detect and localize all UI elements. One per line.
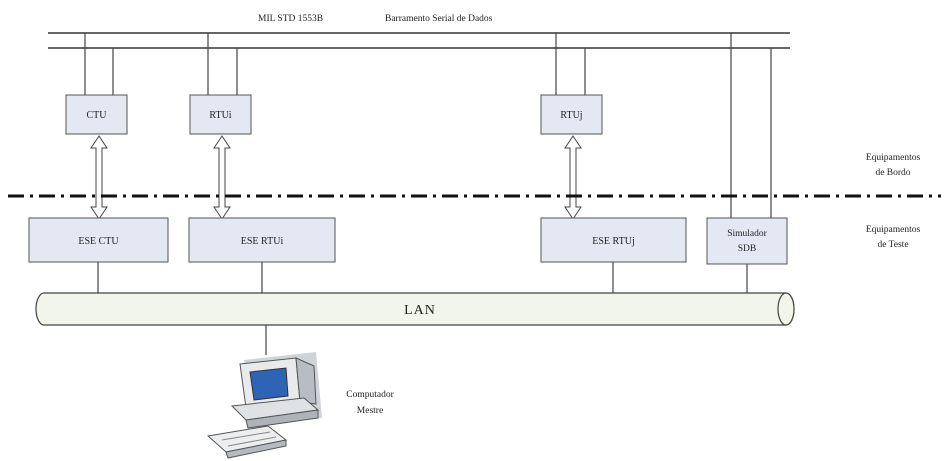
onboard-unit-rtuj: RTUj: [540, 94, 603, 135]
zone-onboard-line2: de Bordo: [875, 168, 910, 178]
master-line2: Mestre: [357, 406, 383, 416]
test-unit-label: ESE CTU: [78, 236, 119, 247]
simulator-line1: Simulador: [727, 229, 767, 239]
lan-cylinder: LAN: [35, 292, 795, 326]
test-unit-label: ESE RTUj: [592, 236, 634, 247]
test-unit-label: ESE RTUi: [241, 236, 284, 247]
link-arrow-rtuj: [564, 135, 582, 220]
onboard-unit-rtui: RTUi: [189, 94, 252, 135]
computer-icon: [206, 352, 322, 459]
link-arrow-rtui: [213, 135, 231, 220]
lan-label: LAN: [404, 303, 436, 318]
onboard-unit-label: CTU: [87, 110, 108, 121]
test-unit-ese-rtui: ESE RTUi: [188, 217, 336, 263]
zone-test-line2: de Teste: [877, 240, 908, 250]
bus-name: MIL STD 1553B: [258, 14, 323, 24]
master-line1: Computador: [346, 390, 394, 400]
simulator-line2: SDB: [738, 244, 756, 254]
simulator-sdb: Simulador SDB: [706, 217, 788, 265]
zone-test-line1: Equipamentos: [866, 225, 921, 235]
zone-onboard-line1: Equipamentos: [866, 153, 921, 163]
test-unit-ese-ctu: ESE CTU: [28, 217, 169, 263]
bus-description: Barramento Serial de Dados: [385, 14, 493, 24]
onboard-unit-ctu: CTU: [65, 94, 128, 135]
onboard-unit-label: RTUj: [560, 110, 582, 121]
test-unit-ese-rtuj: ESE RTUj: [540, 217, 687, 263]
onboard-unit-label: RTUi: [209, 110, 231, 121]
link-arrow-ctu: [90, 135, 108, 220]
